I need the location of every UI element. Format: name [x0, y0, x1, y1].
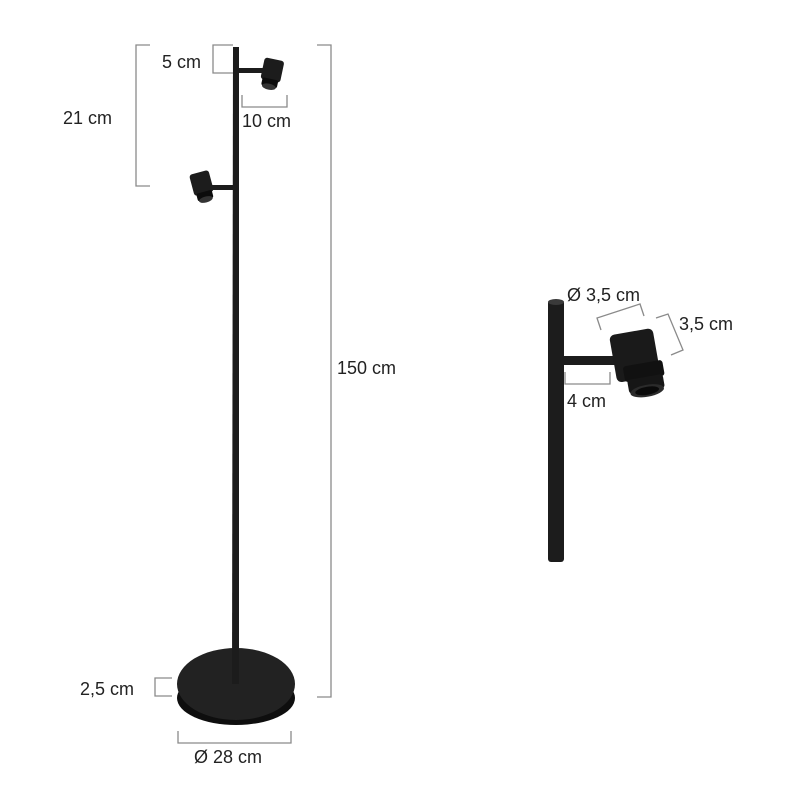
detail-dimension-lines [564, 303, 684, 385]
dim-line-arm-length [241, 95, 288, 108]
label-total-height: 150 cm [337, 358, 396, 378]
label-arm-length: 10 cm [242, 111, 291, 131]
label-spot-length: 3,5 cm [679, 314, 733, 334]
detail-illustration [548, 299, 665, 562]
detail-pole [548, 300, 564, 562]
detail-pole-top [548, 299, 564, 305]
dim-line-base-thickness [154, 677, 172, 697]
upper-spot-head [260, 57, 284, 90]
label-spot-spacing: 21 cm [63, 108, 112, 128]
dim-line-total-height [317, 44, 332, 698]
label-base-diameter: Ø 28 cm [194, 747, 262, 767]
dim-line-spot-length [655, 313, 684, 356]
lower-spot-head [189, 170, 214, 203]
dim-line-detail-arm [564, 372, 611, 385]
detail-arm [563, 356, 615, 365]
dim-line-spot-diameter [596, 303, 645, 331]
detail-labels: Ø 3,5 cm 3,5 cm 4 cm [567, 285, 733, 411]
floor-lamp-illustration [177, 47, 295, 725]
dim-line-spot-spacing [135, 44, 150, 187]
lamp-pole [232, 47, 239, 684]
dim-line-top-offset [212, 44, 233, 74]
dim-line-base-diameter [177, 731, 292, 744]
detail-spot-head [609, 328, 665, 398]
upper-spot-arm [238, 68, 264, 73]
label-base-thickness: 2,5 cm [80, 679, 134, 699]
label-spot-diameter: Ø 3,5 cm [567, 285, 640, 305]
floor-lamp-labels: 5 cm 10 cm 21 cm 150 cm 2,5 cm Ø 28 cm [63, 52, 396, 767]
label-detail-arm: 4 cm [567, 391, 606, 411]
label-top-offset: 5 cm [162, 52, 201, 72]
floor-lamp-dimension-lines [135, 44, 332, 744]
lower-spot-arm [210, 185, 236, 190]
